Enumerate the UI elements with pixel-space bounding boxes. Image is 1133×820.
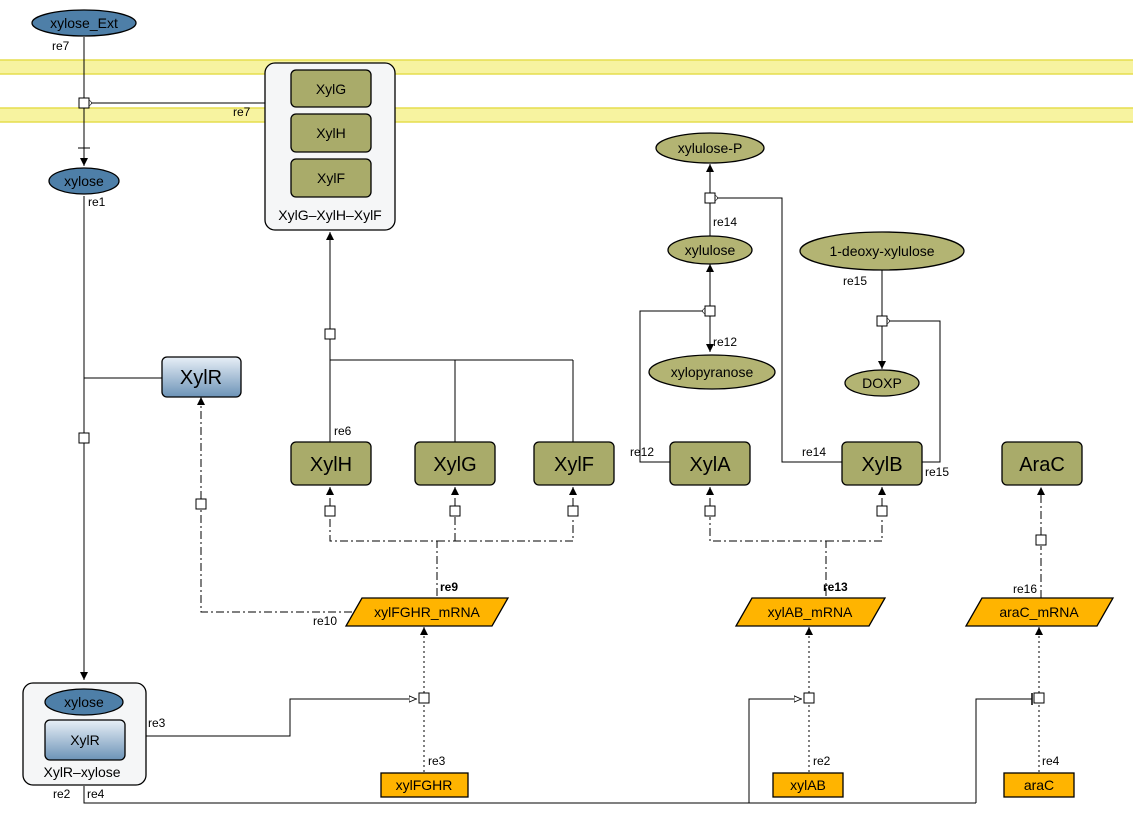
reaction-label-re12: re12 — [713, 335, 737, 349]
svg-text:XylH: XylH — [316, 125, 346, 141]
svg-text:1-deoxy-xylulose: 1-deoxy-xylulose — [829, 243, 934, 259]
svg-text:AraC: AraC — [1019, 454, 1065, 476]
species-xylr[interactable]: XylR — [161, 356, 242, 398]
svg-text:araC_mRNA: araC_mRNA — [999, 604, 1079, 620]
species-doxp[interactable]: DOXP — [844, 369, 920, 397]
reaction-label-re15-side: re15 — [925, 465, 949, 479]
svg-text:xylose: xylose — [64, 694, 104, 710]
svg-text:DOXP: DOXP — [862, 375, 902, 391]
reaction-label-re2-gene: re2 — [813, 754, 831, 768]
svg-text:XylG: XylG — [316, 81, 346, 97]
svg-text:XylB: XylB — [861, 454, 902, 476]
complex-xylr-xylose[interactable]: xylose XylR XylR–xylose — [22, 682, 147, 786]
species-xylulose-p[interactable]: xylulose-P — [655, 132, 765, 164]
reaction-label-re12-side: re12 — [630, 445, 654, 459]
reaction-label-re4: re4 — [87, 787, 105, 801]
svg-text:XylG: XylG — [433, 454, 476, 476]
species-xylab-mrna[interactable]: xylAB_mRNA — [734, 597, 887, 627]
svg-text:xylulose-P: xylulose-P — [678, 140, 743, 156]
species-xylb[interactable]: XylB — [841, 441, 923, 486]
species-xylose[interactable]: xylose — [48, 167, 120, 195]
svg-text:xylAB: xylAB — [790, 777, 826, 793]
svg-text:XylG–XylH–XylF: XylG–XylH–XylF — [278, 207, 381, 223]
reaction-label-re16: re16 — [1013, 582, 1037, 596]
gene-arac[interactable]: araC — [1003, 772, 1075, 798]
svg-text:xylose: xylose — [64, 173, 104, 189]
membrane — [0, 59, 1133, 123]
svg-text:XylF: XylF — [554, 454, 594, 476]
svg-text:XylH: XylH — [310, 454, 352, 476]
reaction-label-re4-gene: re4 — [1042, 754, 1060, 768]
species-xylg[interactable]: XylG — [414, 441, 496, 486]
species-arac[interactable]: AraC — [1001, 441, 1083, 486]
reaction-label-re15: re15 — [843, 274, 867, 288]
gene-xylab[interactable]: xylAB — [772, 772, 844, 798]
species-xylh[interactable]: XylH — [290, 441, 372, 486]
reaction-label-re10: re10 — [313, 614, 337, 628]
svg-text:xylose_Ext: xylose_Ext — [50, 15, 118, 31]
reaction-label-re14-side: re14 — [802, 445, 826, 459]
species-1-deoxy-xylulose[interactable]: 1-deoxy-xylulose — [799, 231, 965, 271]
species-xylfghr-mrna[interactable]: xylFGHR_mRNA — [344, 597, 510, 627]
svg-text:xylFGHR: xylFGHR — [396, 777, 453, 793]
reaction-label-re6: re6 — [334, 424, 352, 438]
reaction-label-re13: re13 — [823, 580, 848, 594]
reaction-label-re9: re9 — [440, 580, 458, 594]
edges — [78, 37, 1045, 804]
species-arac-mrna[interactable]: araC_mRNA — [964, 597, 1115, 627]
reaction-label-re7: re7 — [52, 39, 70, 53]
svg-text:XylR: XylR — [70, 732, 100, 748]
complex-xylg-xylh-xylf[interactable]: XylG XylH XylF XylG–XylH–XylF — [264, 62, 396, 231]
species-xylose-ext[interactable]: xylose_Ext — [31, 9, 137, 37]
svg-text:xylulose: xylulose — [685, 242, 736, 258]
reaction-label-re3: re3 — [148, 716, 166, 730]
process-nodes — [78, 97, 1047, 704]
species-xylopyranose[interactable]: xylopyranose — [648, 354, 776, 390]
svg-text:XylA: XylA — [689, 454, 731, 476]
reaction-labels: re7 re7 re1 re6 re14 re12 re15 re12 re14… — [52, 39, 1060, 801]
svg-text:xylopyranose: xylopyranose — [671, 364, 754, 380]
reaction-label-re1: re1 — [88, 195, 106, 209]
svg-text:XylR: XylR — [180, 367, 222, 389]
gene-xylfghr[interactable]: xylFGHR — [380, 772, 469, 798]
reaction-label-re7-side: re7 — [233, 105, 251, 119]
species-xyla[interactable]: XylA — [669, 441, 751, 486]
species-xylulose[interactable]: xylulose — [667, 235, 753, 265]
reaction-label-re3-gene: re3 — [428, 754, 446, 768]
svg-text:XylR–xylose: XylR–xylose — [43, 764, 120, 780]
svg-text:xylFGHR_mRNA: xylFGHR_mRNA — [374, 604, 480, 620]
species-xylf[interactable]: XylF — [533, 441, 615, 486]
svg-text:XylF: XylF — [317, 170, 345, 186]
reaction-label-re2: re2 — [53, 787, 71, 801]
svg-text:araC: araC — [1024, 777, 1054, 793]
svg-text:xylAB_mRNA: xylAB_mRNA — [768, 604, 853, 620]
reaction-label-re14: re14 — [713, 215, 737, 229]
